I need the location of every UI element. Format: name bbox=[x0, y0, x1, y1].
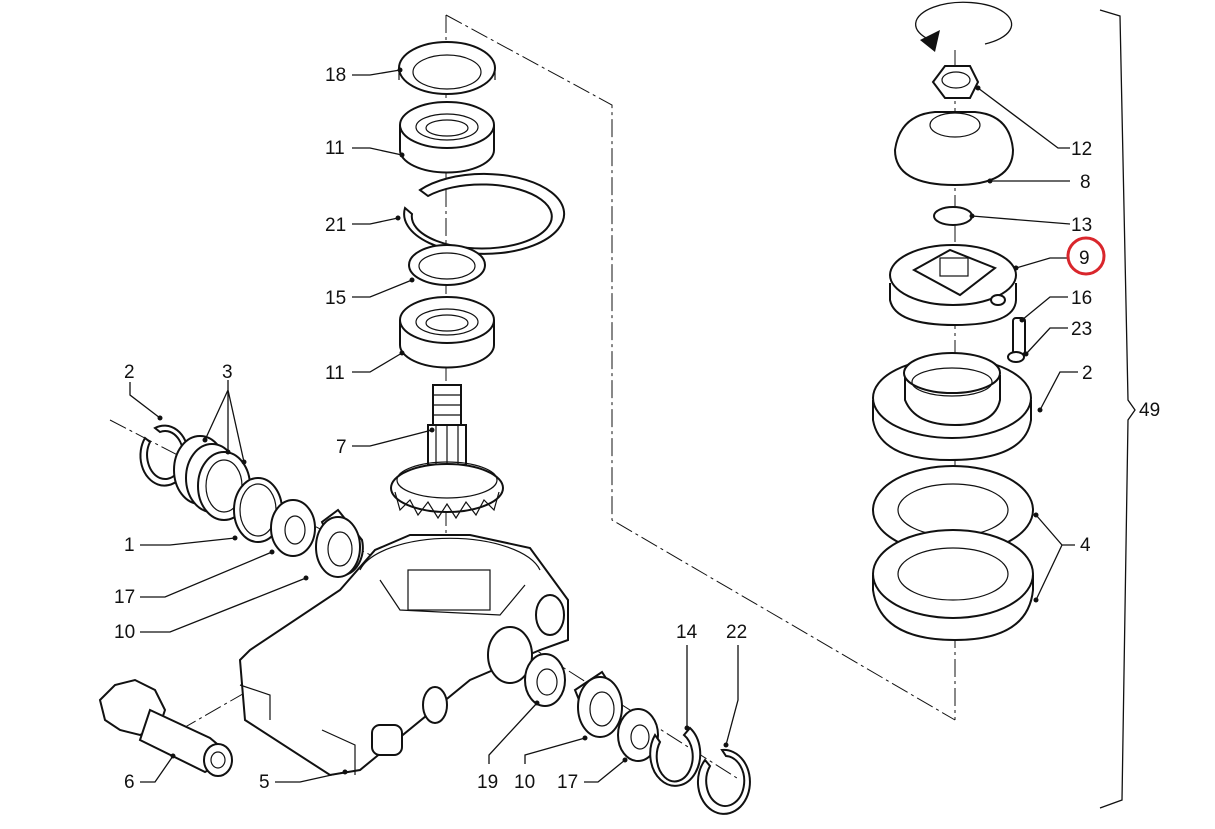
label-13: 13 bbox=[1071, 215, 1092, 236]
label-10-right: 10 bbox=[514, 772, 535, 793]
label-49: 49 bbox=[1139, 400, 1160, 421]
label-3: 3 bbox=[222, 362, 233, 383]
part-7-pinion-shaft bbox=[390, 384, 504, 520]
part-2-flange-right bbox=[872, 352, 1032, 462]
part-21-circlip bbox=[403, 172, 566, 255]
label-17-right: 17 bbox=[557, 772, 578, 793]
assembly-bracket bbox=[1099, 9, 1136, 809]
label-5: 5 bbox=[259, 772, 270, 793]
part-14-ring bbox=[649, 726, 702, 787]
part-9-hub bbox=[889, 244, 1017, 327]
label-2-left: 2 bbox=[124, 362, 135, 383]
label-9: 9 bbox=[1079, 248, 1090, 269]
part-13-oring bbox=[933, 206, 973, 226]
leader-dots bbox=[157, 67, 1043, 775]
part-23-washer bbox=[1007, 351, 1025, 363]
part-11-bearing-top bbox=[399, 101, 495, 174]
label-8: 8 bbox=[1080, 172, 1091, 193]
part-17-seal-right bbox=[617, 708, 659, 762]
label-1: 1 bbox=[124, 535, 135, 556]
part-15-spacer bbox=[408, 244, 486, 286]
label-4: 4 bbox=[1080, 535, 1091, 556]
label-14: 14 bbox=[676, 622, 698, 643]
label-17-left: 17 bbox=[114, 587, 135, 608]
part-16-bolt bbox=[1012, 317, 1026, 355]
part-4-shims bbox=[872, 465, 1034, 642]
part-22-circlip bbox=[696, 748, 751, 815]
label-16: 16 bbox=[1071, 288, 1092, 309]
label-18: 18 bbox=[325, 65, 346, 86]
label-2-right: 2 bbox=[1082, 363, 1093, 384]
part-11-bearing-bottom bbox=[399, 296, 495, 369]
part-labels: 18 11 21 15 11 7 2 3 1 17 10 6 5 19 10 1… bbox=[114, 65, 1160, 793]
label-11-bottom: 11 bbox=[325, 363, 345, 384]
part-10-bearing-left bbox=[315, 508, 364, 578]
part-3-shims bbox=[173, 435, 251, 521]
part-17-seal-left bbox=[270, 499, 316, 557]
part-5-housing bbox=[238, 534, 569, 777]
highlight-circle bbox=[1066, 236, 1106, 276]
part-19-seal-right bbox=[524, 653, 566, 707]
label-21: 21 bbox=[325, 215, 346, 236]
label-11-top: 11 bbox=[325, 138, 345, 159]
label-12: 12 bbox=[1071, 139, 1092, 160]
label-7: 7 bbox=[336, 437, 347, 458]
label-15: 15 bbox=[325, 288, 346, 309]
label-23: 23 bbox=[1071, 319, 1092, 340]
label-19: 19 bbox=[477, 772, 498, 793]
label-6: 6 bbox=[124, 772, 135, 793]
part-8-cover bbox=[893, 111, 1015, 187]
part-6-bevel-shaft bbox=[98, 678, 233, 777]
part-12-nut bbox=[931, 65, 980, 99]
part-10-bearing-right bbox=[573, 670, 623, 738]
label-22: 22 bbox=[726, 622, 747, 643]
leader-lines bbox=[129, 69, 1078, 783]
part-18-seal bbox=[398, 41, 496, 95]
rotation-arrow bbox=[915, 1, 1013, 52]
label-10-left: 10 bbox=[114, 622, 135, 643]
